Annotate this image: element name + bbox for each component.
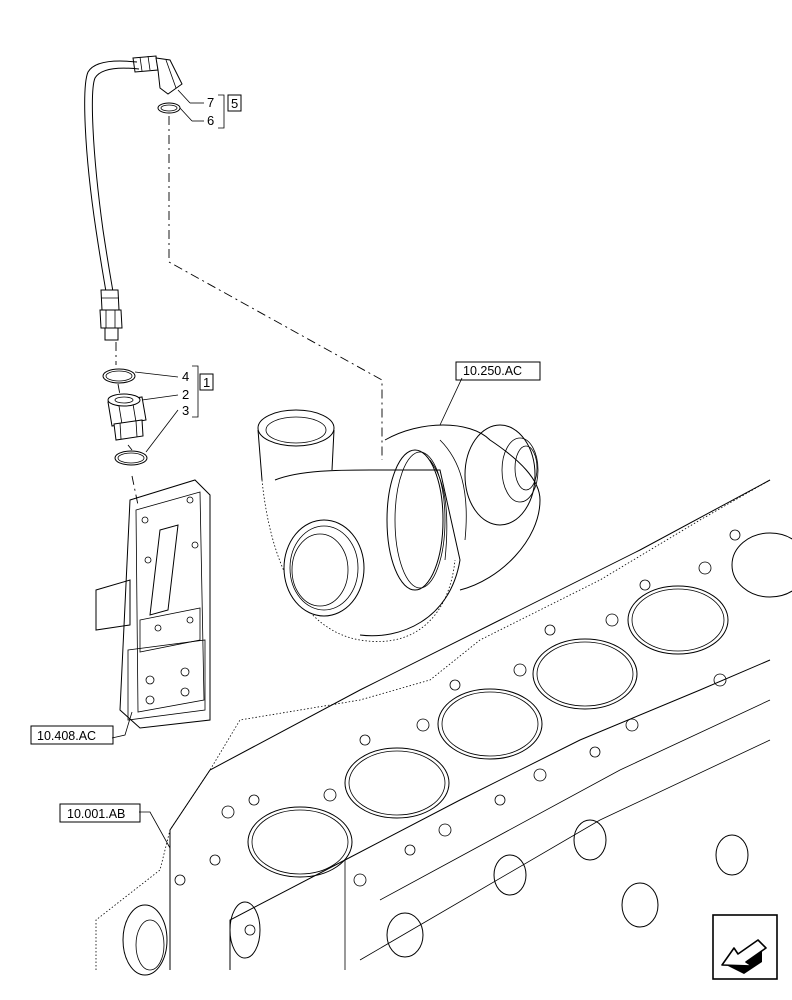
engine-block	[95, 479, 792, 976]
sensor-pipe-assembly	[84, 55, 183, 341]
o-ring-3	[114, 450, 148, 466]
callout-1: 1	[203, 375, 210, 390]
callout-group-5: 7 6 5	[177, 89, 242, 129]
callout-4: 4	[182, 369, 189, 384]
ref-block[interactable]: 10.001.AB	[59, 803, 171, 849]
assembly-path-lower	[115, 342, 139, 506]
control-module	[95, 479, 211, 729]
callout-6: 6	[207, 113, 214, 128]
callout-5: 5	[231, 96, 238, 111]
ref-turbo-label[interactable]: 10.250.AC	[463, 364, 522, 378]
callout-2: 2	[182, 387, 189, 402]
adapter-fitting-2	[107, 393, 147, 441]
callout-3: 3	[182, 403, 189, 418]
o-ring-4	[102, 368, 136, 384]
assembly-path-upper	[168, 116, 383, 460]
ref-module[interactable]: 10.408.AC	[30, 711, 133, 745]
turbocharger	[257, 409, 541, 642]
arrow-back-left-icon[interactable]	[712, 914, 778, 980]
ref-module-label[interactable]: 10.408.AC	[37, 729, 96, 743]
ref-block-label[interactable]: 10.001.AB	[67, 807, 125, 821]
callout-7: 7	[207, 95, 214, 110]
callout-group-1: 4 2 3 1	[134, 365, 214, 453]
ref-turbo[interactable]: 10.250.AC	[439, 361, 541, 426]
